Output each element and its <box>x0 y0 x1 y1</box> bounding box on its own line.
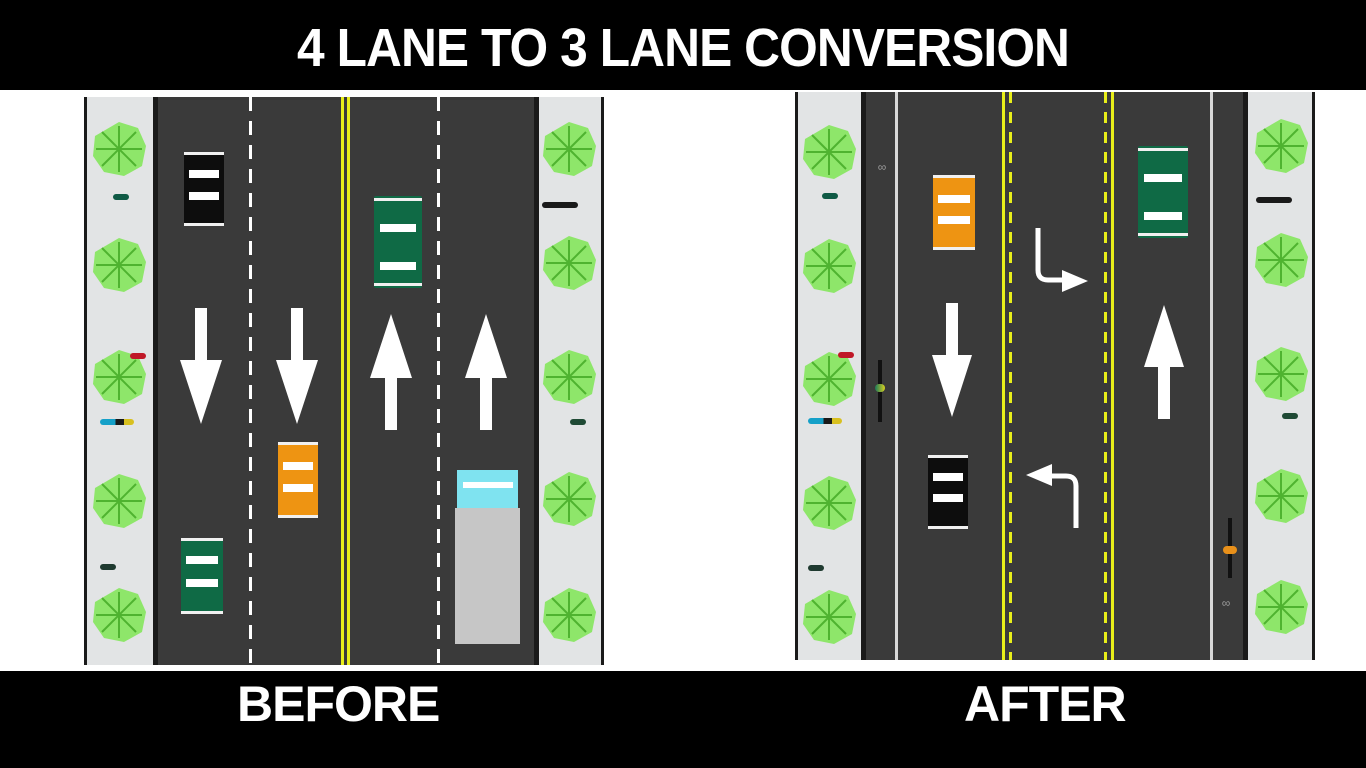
car-black <box>928 455 968 529</box>
pedestrian-icon <box>1282 413 1298 419</box>
pedestrian-icon <box>808 418 842 424</box>
center-line-dashed-yellow <box>1104 92 1107 660</box>
turn-left-arrow-icon <box>1026 464 1079 528</box>
arrow-up-icon <box>370 314 412 430</box>
arrow-up-icon <box>465 314 507 430</box>
caption-bar <box>0 671 1366 768</box>
pedestrian-icon <box>100 419 134 425</box>
car-orange <box>933 175 975 250</box>
tree-icon <box>93 350 146 404</box>
arrow-down-icon <box>276 308 318 424</box>
pedestrian-icon <box>130 353 146 359</box>
tree-icon <box>1255 580 1308 634</box>
tree-icon <box>543 588 596 642</box>
tree-icon <box>1255 347 1308 401</box>
curb-line <box>601 97 604 665</box>
pedestrian-icon <box>838 352 854 358</box>
center-line-yellow <box>341 97 344 665</box>
pedestrian-icon <box>113 194 129 200</box>
bike-lane-line <box>1210 92 1213 660</box>
page-title: 4 LANE TO 3 LANE CONVERSION <box>296 18 1070 78</box>
tree-icon <box>93 238 146 292</box>
curb-line <box>534 97 539 665</box>
tree-icon <box>803 476 856 530</box>
tree-icon <box>93 588 146 642</box>
tree-icon <box>803 125 856 179</box>
car-green <box>1138 146 1188 238</box>
bike-lane-symbol-icon: ∞ <box>1221 596 1231 610</box>
center-line-yellow <box>347 97 350 665</box>
pedestrian-icon <box>100 564 116 570</box>
curb-line <box>1312 92 1315 660</box>
car-green <box>374 196 422 288</box>
bicycle-icon <box>875 360 885 422</box>
curb-line <box>84 97 87 665</box>
lane-divider-dashed <box>249 97 252 665</box>
tree-icon <box>803 239 856 293</box>
caption-before: BEFORE <box>237 676 440 732</box>
pedestrian-icon <box>570 419 586 425</box>
pedestrian-icon <box>822 193 838 199</box>
arrow-up-icon <box>1144 305 1184 419</box>
car-black <box>184 152 224 226</box>
tree-icon <box>1255 233 1308 287</box>
car-green <box>181 538 223 614</box>
center-line-solid-yellow <box>1111 92 1114 660</box>
tree-icon <box>543 472 596 526</box>
caption-after: AFTER <box>964 676 1127 732</box>
tree-icon <box>543 122 596 176</box>
bike-lane-symbol-icon: ∞ <box>877 160 887 174</box>
tree-icon <box>803 590 856 644</box>
curb-line <box>861 92 866 660</box>
curb-line <box>795 92 798 660</box>
bike-lane-line <box>895 92 898 660</box>
tree-icon <box>543 236 596 290</box>
tree-icon <box>803 352 856 406</box>
arrow-down-icon <box>180 308 222 424</box>
center-line-dashed-yellow <box>1009 92 1012 660</box>
curb-line <box>153 97 158 665</box>
pedestrian-icon <box>1256 197 1292 203</box>
title-bar <box>0 0 1366 90</box>
tree-icon <box>543 350 596 404</box>
pedestrian-icon <box>542 202 578 208</box>
tree-icon <box>1255 469 1308 523</box>
car-orange <box>278 442 318 518</box>
pedestrian-icon <box>808 565 824 571</box>
arrow-down-icon <box>932 303 972 417</box>
lane-divider-dashed <box>437 97 440 665</box>
truck-body <box>455 508 520 644</box>
tree-icon <box>93 474 146 528</box>
tree-icon <box>1255 119 1308 173</box>
curb-line <box>1243 92 1248 660</box>
tree-icon <box>93 122 146 176</box>
truck-cab <box>457 470 518 508</box>
center-line-solid-yellow <box>1002 92 1005 660</box>
bicycle-icon <box>1223 518 1237 578</box>
turn-right-arrow-icon <box>1035 228 1088 292</box>
